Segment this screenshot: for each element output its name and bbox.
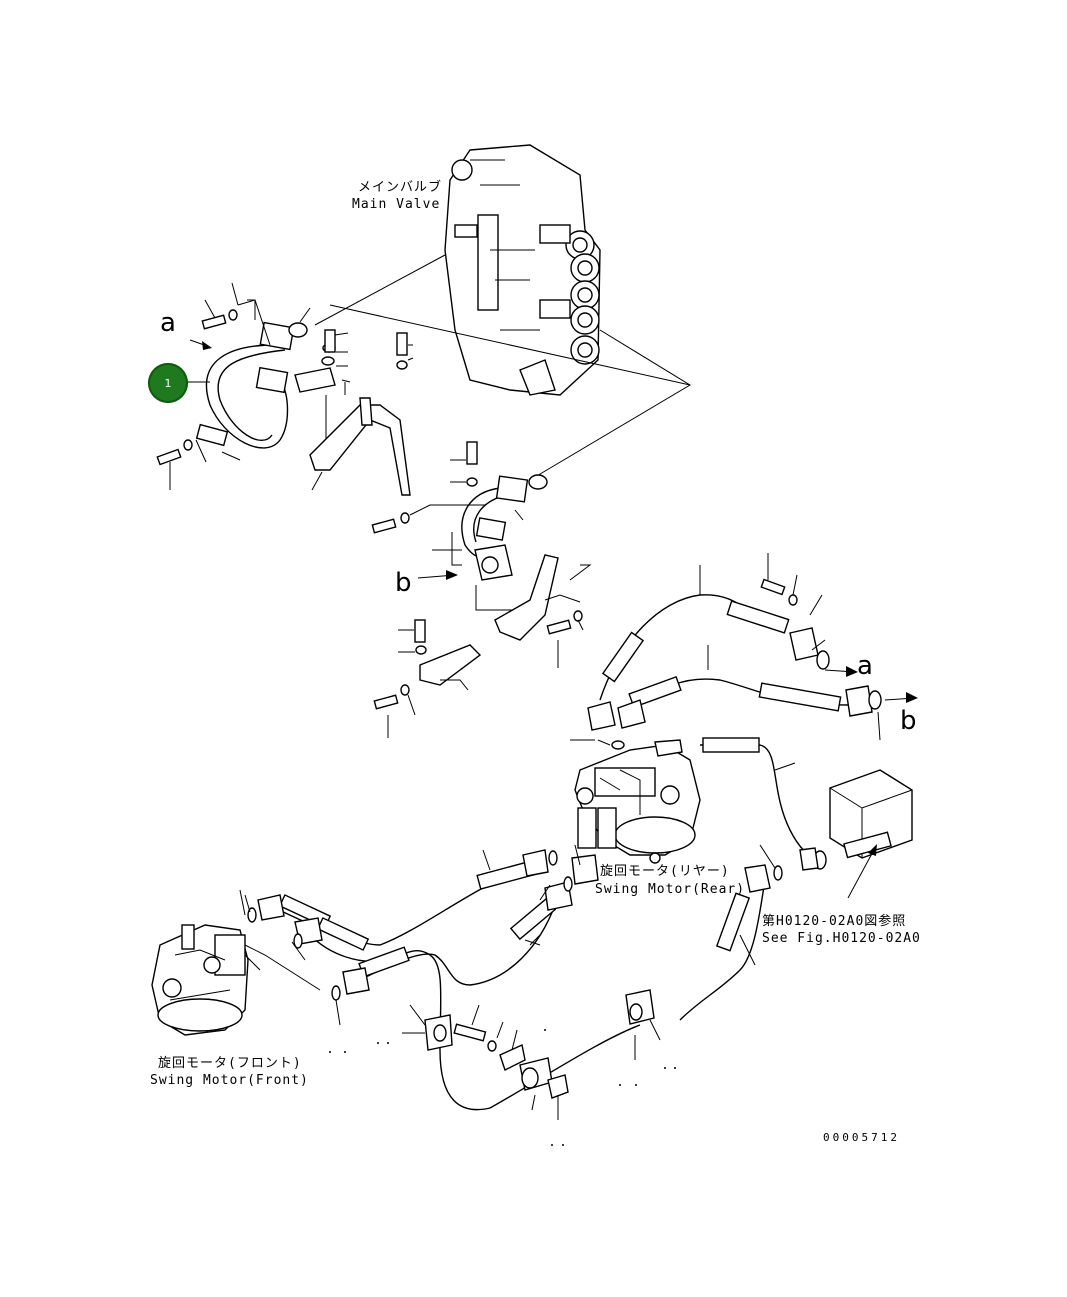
main-valve-label-jp: メインバルブ — [358, 180, 443, 195]
ref-label-a-right: a — [857, 651, 873, 681]
swing-motor-front-label-en: Swing Motor(Front) — [150, 1073, 309, 1088]
callout-1-marker[interactable]: 1 — [148, 363, 188, 403]
main-valve — [444, 144, 601, 396]
middle-pipe-assembly — [461, 474, 548, 581]
swing-motor-front-label-jp: 旋回モータ(フロント) — [158, 1056, 302, 1071]
middle-bracket — [373, 554, 583, 710]
upper-pipe-assembly — [195, 321, 336, 449]
ref-label-b-right: b — [900, 706, 917, 736]
swing-motor-rear — [574, 739, 701, 864]
swing-motor-rear-label-jp: 旋回モータ(リヤー) — [600, 864, 730, 879]
ref-label-a-upper: a — [160, 308, 176, 338]
upper-bracket — [309, 397, 411, 496]
swing-motor-rear-label-en: Swing Motor(Rear) — [595, 882, 746, 897]
right-hoses — [587, 578, 882, 731]
bolts-upper — [156, 309, 478, 534]
stray-marks — [329, 1029, 676, 1146]
ref-label-b-middle: b — [395, 568, 412, 598]
main-valve-spools — [539, 224, 600, 365]
front-hoses — [247, 849, 783, 1111]
reference-arrows — [189, 339, 918, 703]
main-valve-label-en: Main Valve — [352, 197, 441, 212]
drawing-number: 00005712 — [823, 1131, 900, 1144]
see-fig-valve-block — [799, 769, 913, 899]
swing-motor-front — [151, 924, 249, 1036]
pipe-clamps — [424, 989, 655, 1099]
see-fig-label-jp: 第H0120-02A0図参照 — [762, 914, 907, 929]
see-fig-label-en: See Fig.H0120-02A0 — [762, 931, 921, 946]
